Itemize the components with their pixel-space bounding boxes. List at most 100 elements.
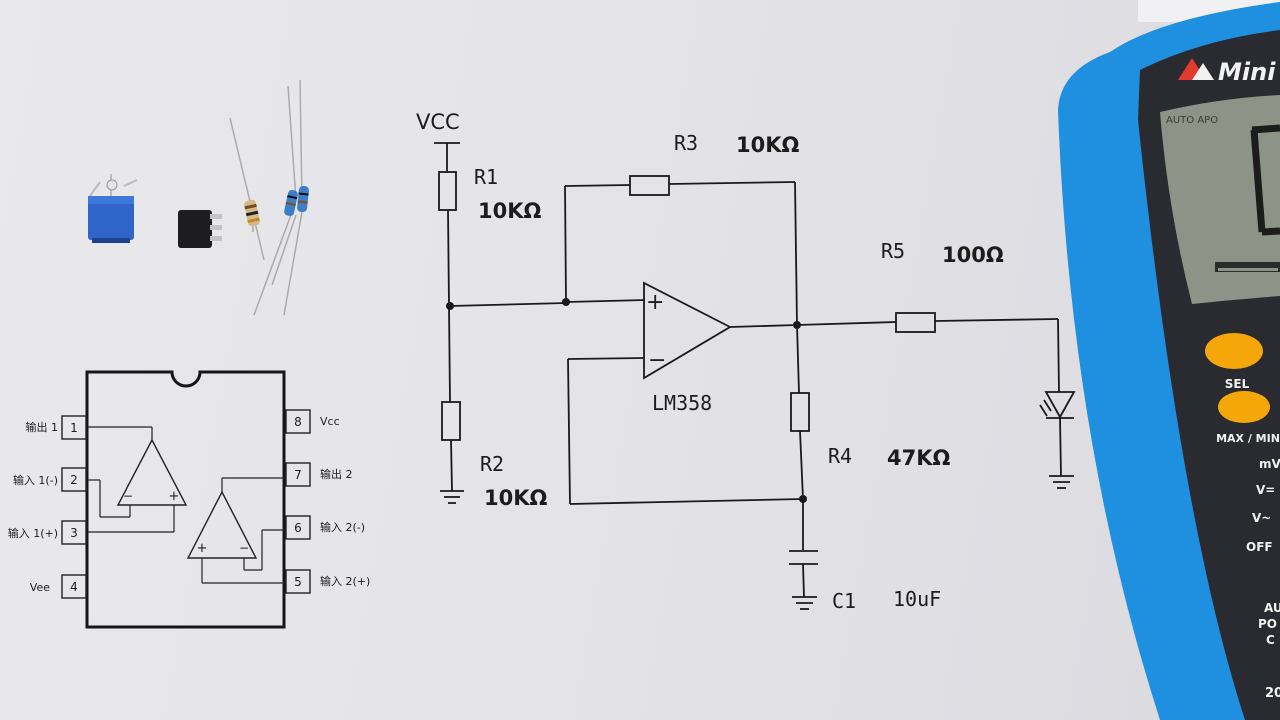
wire (567, 358, 571, 505)
pin-label: Vcc (320, 415, 340, 428)
amp-minus-label: − (239, 541, 249, 555)
lcd-mode-text: AUTO APO (1166, 115, 1218, 126)
pin-box-6 (285, 515, 311, 540)
pin-number: 2 (70, 473, 78, 487)
c1-value: 10uF (893, 587, 941, 611)
wire (796, 324, 800, 394)
pin-number: 4 (70, 580, 78, 594)
side-text: PO (1258, 617, 1277, 631)
opamp-minus: − (648, 348, 666, 373)
dial-label-vac: V~ (1252, 511, 1271, 525)
side-text: AU (1264, 601, 1280, 615)
opamp-lm358-icon: + − (643, 281, 732, 380)
r2-resistor (441, 401, 461, 441)
pin-box-3 (61, 520, 87, 545)
pin-label: 输入 2(+) (320, 574, 370, 588)
r4-value: 47KΩ (887, 446, 950, 470)
r5-name: R5 (881, 239, 905, 263)
multimeter: Mini AUTO APO SEL MAX / MIN mV V= V~ OFF… (1058, 0, 1280, 720)
ic-chip-icon (178, 210, 222, 248)
max-min-button[interactable] (1218, 391, 1270, 423)
pin-box-8 (285, 409, 311, 434)
pin-box-5 (285, 569, 311, 594)
wire (449, 302, 567, 307)
led-icon (1039, 391, 1076, 419)
pin-label: 输入 1(+) (8, 526, 58, 540)
opamp-plus: + (646, 290, 664, 315)
circuit-schematic: VCC R1 10KΩ R2 10KΩ R3 10KΩ (416, 110, 1076, 613)
pin-number: 1 (70, 421, 78, 435)
pin-label: 输入 1(-) (13, 473, 58, 487)
lcd-bargraph (1215, 262, 1280, 272)
pin-label: 输出 2 (320, 467, 353, 481)
wire (450, 439, 453, 492)
pin-number: 6 (294, 521, 302, 535)
wire (1057, 318, 1060, 393)
wire (565, 299, 646, 303)
pin-label: 输出 1 (26, 420, 59, 434)
ground-icon (440, 490, 464, 504)
resistor-blue-icon (253, 79, 309, 316)
wire (567, 357, 645, 360)
vcc-label: VCC (416, 110, 460, 134)
side-text: 20 (1265, 686, 1280, 701)
r5-resistor (895, 312, 936, 333)
r1-resistor (438, 171, 457, 211)
wire (564, 184, 631, 187)
lcd-screen (1160, 95, 1280, 304)
wire (796, 321, 897, 326)
r4-resistor (790, 392, 810, 432)
wire (1059, 417, 1062, 477)
amp-plus-label: + (197, 541, 208, 556)
r3-name: R3 (674, 131, 698, 155)
amplifier-1-icon: − + (88, 426, 188, 533)
wire (729, 324, 798, 328)
wire (794, 181, 798, 326)
sel-button[interactable] (1205, 333, 1263, 369)
pin-box-7 (285, 462, 311, 487)
pin-number: 8 (294, 415, 302, 429)
dial-label-vdc: V= (1256, 483, 1275, 497)
wire (668, 181, 796, 185)
wire (569, 498, 804, 505)
ground-icon (1049, 475, 1074, 489)
brand-name: Mini (1218, 58, 1276, 86)
r3-resistor (629, 175, 670, 196)
pin-number: 5 (294, 575, 302, 589)
amp-plus-label: + (169, 489, 180, 504)
pinout-diagram: 1 2 3 4 输出 1 输入 1(-) 输入 1(+) Vee 8 7 6 5… (8, 370, 370, 629)
sel-label: SEL (1225, 377, 1250, 391)
dial-label-off: OFF (1246, 540, 1273, 554)
chip-outline (85, 370, 286, 629)
r1-value: 10KΩ (478, 199, 541, 223)
pin-box-2 (61, 467, 87, 492)
pin-label: Vee (30, 581, 50, 594)
r3-value: 10KΩ (736, 133, 799, 157)
wire (934, 318, 1059, 322)
wire (799, 430, 804, 500)
dial-label-mv: mV (1259, 457, 1280, 471)
potentiometer-icon (88, 174, 138, 243)
max-min-label: MAX / MIN (1216, 432, 1280, 445)
r2-name: R2 (480, 452, 504, 476)
pin-label: 输入 2(-) (320, 520, 365, 534)
amp-minus-label: − (123, 489, 133, 503)
lcd-digit (1250, 124, 1280, 236)
ground-icon (792, 596, 817, 610)
pin-box-4 (61, 574, 87, 599)
c1-name: C1 (832, 589, 856, 613)
r5-value: 100Ω (942, 243, 1004, 267)
opamp-name: LM358 (652, 391, 712, 415)
capacitor-c1-icon (789, 550, 818, 565)
wire (564, 185, 567, 303)
brand-logo: Mini (1178, 58, 1276, 86)
r1-name: R1 (474, 165, 498, 189)
r2-value: 10KΩ (484, 486, 547, 510)
amplifier-2-icon: + − (186, 477, 286, 584)
wire (802, 563, 805, 598)
pin-number: 7 (294, 468, 302, 482)
pin-number: 3 (70, 526, 78, 540)
resistor-beige-icon (229, 117, 265, 261)
components-group (88, 79, 309, 316)
